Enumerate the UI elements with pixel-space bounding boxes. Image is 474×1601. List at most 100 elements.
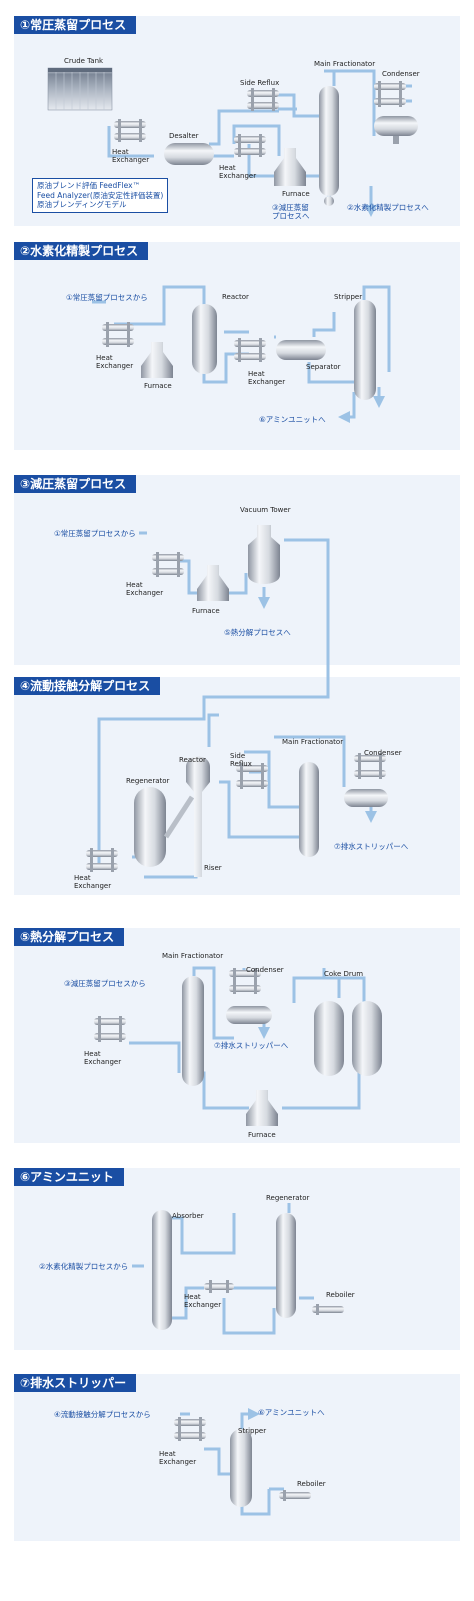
heat-exchanger-icon [102, 322, 134, 347]
condenser-exchanger-icon [374, 81, 406, 107]
flow-to-hydrotreating: ②水素化精製プロセスへ [347, 202, 429, 212]
label-main-fractionator: Main Fractionator [162, 952, 223, 960]
absorber-column [152, 1210, 172, 1330]
flow-to-amine: ⑥アミンユニットへ [259, 415, 326, 424]
main-fractionator-column [319, 86, 339, 196]
label-riser: Riser [204, 864, 222, 872]
heat-exchanger-icon [94, 1016, 126, 1042]
section-title: ②水素化精製プロセス [14, 242, 149, 260]
thermal-cracking-diagram: Main Fractionator Condenser Coke Drum ③減… [64, 952, 382, 1139]
label-absorber: Absorber [172, 1212, 204, 1220]
vacuum-tower [248, 525, 280, 584]
heat-exchanger-icon [204, 1280, 234, 1293]
condenser-exchanger-icon [229, 968, 261, 994]
separator-vessel [276, 340, 326, 360]
section-atmospheric-distillation: ①常圧蒸留プロセス [14, 16, 460, 226]
label-regenerator: Regenerator [126, 777, 170, 785]
furnace-icon [274, 148, 306, 186]
flow-from-vacuum: ③減圧蒸留プロセスから [64, 978, 146, 988]
flow-to-vacuum: ③減圧蒸留プロセスへ [272, 202, 310, 221]
flow-to-thermal-cracking: ⑤熱分解プロセスへ [224, 627, 291, 637]
regenerator-column [276, 1213, 296, 1318]
label-vacuum-tower: Vacuum Tower [240, 506, 291, 514]
section-title: ⑤熱分解プロセス [14, 928, 125, 946]
section-title: ③減圧蒸留プロセス [14, 475, 137, 493]
label-regenerator: Regenerator [266, 1194, 310, 1202]
reboiler-icon [312, 1304, 344, 1315]
section-sour-water-stripper: ⑦排水ストリッパー ④流動接触分解プロセスから ⑥アミンユニットへ Stripp… [14, 1374, 460, 1541]
furnace-icon [246, 1090, 278, 1126]
label-condenser: Condenser [382, 70, 420, 78]
main-fractionator-column [299, 762, 319, 857]
label-main-fractionator: Main Fractionator [314, 60, 375, 68]
section-title: ①常圧蒸留プロセス [14, 16, 137, 34]
section-fcc: ④流動接触分解プロセス [14, 667, 460, 895]
flow-from-atmospheric: ①常圧蒸留プロセスから [66, 292, 148, 302]
label-stripper: Stripper [334, 293, 362, 301]
furnace-icon [141, 342, 173, 378]
heat-exchanger-icon [114, 119, 146, 142]
section-title: ⑦排水ストリッパー [14, 1374, 137, 1392]
side-reflux-exchanger-icon [236, 763, 268, 789]
section-hydrotreating: ②水素化精製プロセス ①常圧蒸留プロセスから Reactor Stripper [14, 242, 460, 450]
flow-from-atmospheric: ①常圧蒸留プロセスから [54, 528, 136, 538]
heat-exchanger-icon [174, 1417, 206, 1441]
label-reboiler: Reboiler [297, 1480, 326, 1488]
label-stripper: Stripper [238, 1427, 266, 1435]
label-furnace: Furnace [192, 607, 220, 615]
reactor-vessel [192, 304, 217, 374]
heat-exchanger-icon [86, 848, 118, 872]
label-condenser: Condenser [246, 966, 284, 974]
label-separator: Separator [306, 363, 341, 371]
flow-to-amine: ⑥アミンユニットへ [258, 1408, 325, 1417]
condenser-drum [226, 1006, 272, 1024]
main-fractionator-column [182, 976, 204, 1086]
label-furnace: Furnace [248, 1131, 276, 1139]
flow-from-fcc: ④流動接触分解プロセスから [54, 1409, 151, 1419]
heat-exchanger-icon [234, 134, 266, 157]
condenser-drum [374, 116, 418, 136]
label-crude-tank: Crude Tank [64, 57, 104, 65]
label-desalter: Desalter [169, 132, 199, 140]
condenser-exchanger-icon [354, 753, 386, 779]
desalter-vessel [164, 143, 214, 165]
heat-exchanger-icon [234, 338, 266, 362]
label-reactor: Reactor [222, 293, 249, 301]
label-main-fractionator: Main Fractionator [282, 738, 343, 746]
stripper-column [354, 300, 376, 400]
label-coke-drum: Coke Drum [324, 970, 363, 978]
heat-exchanger-icon [152, 552, 184, 577]
regenerator-vessel [134, 787, 166, 867]
furnace-icon [197, 565, 229, 601]
label-reactor: Reactor [179, 756, 206, 764]
section-amine-unit: ⑥アミンユニット Regenerator Absorber ②水素化精製プロセス… [14, 1168, 460, 1350]
flow-to-sour-water-stripper: ⑦排水ストリッパーへ [334, 841, 409, 851]
section-title: ⑥アミンユニット [14, 1168, 124, 1186]
label-condenser: Condenser [364, 749, 402, 757]
section-thermal-cracking: ⑤熱分解プロセス Main Fractionator Condenser Cok… [14, 928, 460, 1143]
label-side-reflux: Side Reflux [240, 79, 279, 87]
atmospheric-distillation-diagram: Crude Tank Desalter Side Reflux Main Fra… [47, 57, 429, 221]
flow-from-hydrotreating: ②水素化精製プロセスから [39, 1261, 128, 1271]
stripper-column [230, 1429, 252, 1507]
label-furnace: Furnace [144, 382, 172, 390]
coke-drum-1 [314, 1001, 344, 1076]
